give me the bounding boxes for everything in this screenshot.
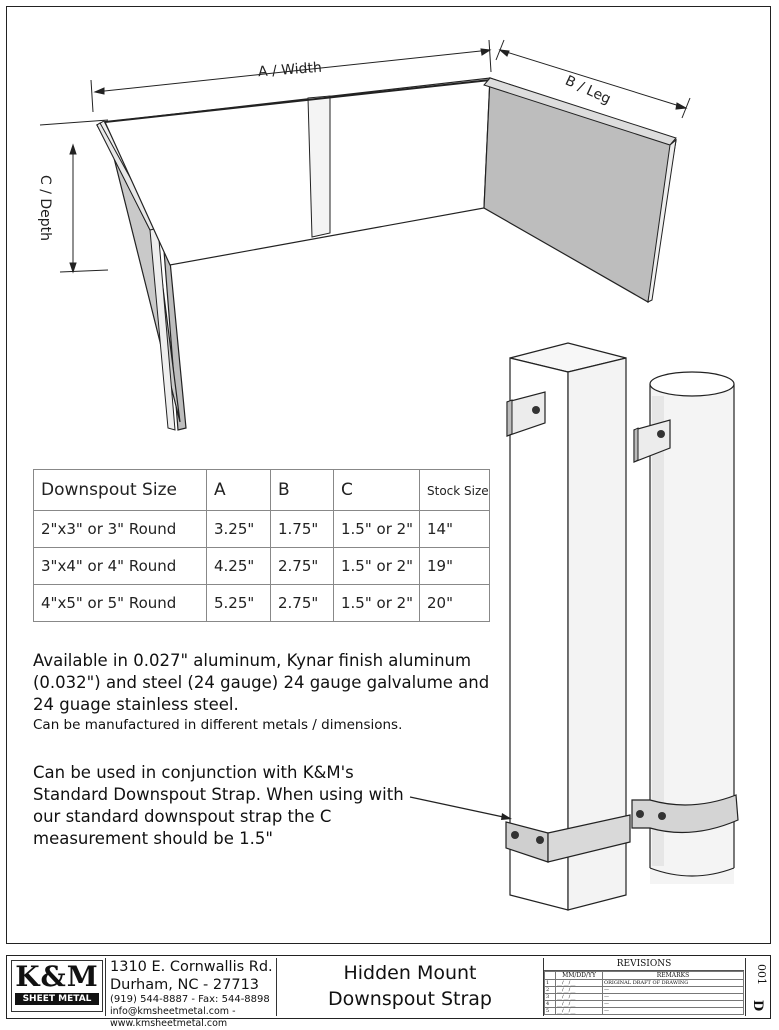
square-downspout xyxy=(505,342,631,911)
header-b: B xyxy=(270,469,334,511)
custom-note: Can be manufactured in different metals … xyxy=(33,717,403,733)
header-downspout-size: Downspout Size xyxy=(33,469,207,511)
header-c: C xyxy=(333,469,420,511)
revisions-table: MM/DD/YY REMARKS 1__/__/__ORIGINAL DRAFT… xyxy=(544,971,744,1015)
table-row: 2"x3" or 3" Round 3.25" 1.75" 1.5" or 2"… xyxy=(33,510,490,548)
depth-dimension-label: C / Depth xyxy=(37,174,54,242)
title-block: K&M SHEET METAL 1310 E. Cornwallis Rd. D… xyxy=(6,955,771,1029)
cell-c: 1.5" or 2" xyxy=(333,547,420,585)
sheet-identifier: 001 D xyxy=(745,958,770,1016)
cell-stock: 14" xyxy=(419,510,490,548)
table-row: 3"x4" or 4" Round 4.25" 2.75" 1.5" or 2"… xyxy=(33,547,490,585)
availability-note: Available in 0.027" aluminum, Kynar fini… xyxy=(33,651,490,714)
cell-c: 1.5" or 2" xyxy=(333,584,420,622)
cell-stock: 20" xyxy=(419,584,490,622)
rev-remark: ORIGINAL DRAFT OF DRAWING xyxy=(602,979,744,987)
revisions-box: REVISIONS MM/DD/YY REMARKS 1__/__/__ORIG… xyxy=(543,958,744,1016)
conjunction-note: Can be used in conjunction with K&M's St… xyxy=(33,763,404,848)
address-web: info@kmsheetmetal.com - www.kmsheetmetal… xyxy=(110,1006,236,1029)
address-street: 1310 E. Cornwallis Rd. xyxy=(110,959,273,975)
cell-stock: 19" xyxy=(419,547,490,585)
technical-drawing xyxy=(39,39,739,911)
revisions-title: REVISIONS xyxy=(544,958,744,971)
address-phone: (919) 544-8887 - Fax: 544-8898 xyxy=(110,994,270,1005)
sheet-number: 001 xyxy=(755,964,768,985)
company-address: 1310 E. Cornwallis Rd. Durham, NC - 2771… xyxy=(105,958,277,1029)
cell-b: 2.75" xyxy=(270,584,334,622)
logo-text: K&M xyxy=(15,960,99,993)
cell-a: 4.25" xyxy=(206,547,271,585)
cell-size: 4"x5" or 5" Round xyxy=(33,584,207,622)
cell-b: 2.75" xyxy=(270,547,334,585)
cell-size: 3"x4" or 4" Round xyxy=(33,547,207,585)
company-logo: K&M SHEET METAL xyxy=(11,960,103,1012)
round-downspout xyxy=(631,371,739,884)
strap-leader-arrow xyxy=(409,796,512,820)
cell-size: 2"x3" or 3" Round xyxy=(33,510,207,548)
header-a: A xyxy=(206,469,271,511)
address-city: Durham, NC - 27713 xyxy=(110,977,260,993)
title-line-1: Hidden Mount xyxy=(343,962,477,984)
header-stock-size: Stock Size xyxy=(419,469,490,511)
spec-table-header: Downspout Size A B C Stock Size xyxy=(33,469,490,511)
back-width-panel xyxy=(104,77,491,266)
cell-a: 3.25" xyxy=(206,510,271,548)
spec-table: Downspout Size A B C Stock Size 2"x3" or… xyxy=(33,469,490,622)
rev-col-date: MM/DD/YY xyxy=(555,971,603,980)
rev-col-remarks: REMARKS xyxy=(602,971,744,980)
cell-b: 1.75" xyxy=(270,510,334,548)
sheet-letter: D xyxy=(750,999,766,1012)
logo-subtitle: SHEET METAL xyxy=(15,993,99,1005)
drawing-sheet xyxy=(6,6,771,944)
width-dimension-line xyxy=(94,49,491,93)
title-line-2: Downspout Strap xyxy=(328,988,492,1010)
document-title: Hidden Mount Downspout Strap xyxy=(279,960,541,1012)
table-row: 4"x5" or 5" Round 5.25" 2.75" 1.5" or 2"… xyxy=(33,584,490,622)
cell-c: 1.5" or 2" xyxy=(333,510,420,548)
leg-dimension-line xyxy=(499,49,687,109)
right-leg-panel xyxy=(483,77,677,303)
cell-a: 5.25" xyxy=(206,584,271,622)
